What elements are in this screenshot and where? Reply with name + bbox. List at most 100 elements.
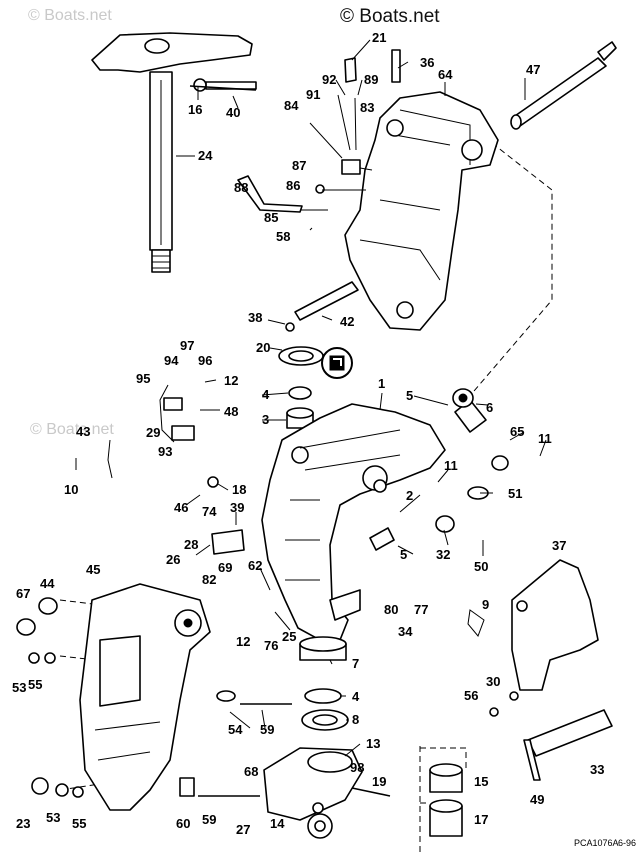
callout-label: 67 xyxy=(16,586,30,601)
callout-label: 1 xyxy=(378,376,385,391)
bushing-part xyxy=(369,527,395,551)
callout-label: 11 xyxy=(444,458,458,473)
callout-label: 4 xyxy=(262,387,270,402)
callout-label: 4 xyxy=(352,689,360,704)
callout-label: 55 xyxy=(28,677,42,692)
callout-label: 20 xyxy=(256,340,270,355)
callout-label: 85 xyxy=(264,210,278,225)
callout-label: 3 xyxy=(262,412,269,427)
callout-label: 59 xyxy=(260,722,274,737)
callout-label: 26 xyxy=(166,552,180,567)
callout-label: 92 xyxy=(322,72,336,87)
diagram-code: PCA1076A xyxy=(574,838,619,848)
callout-label: 27 xyxy=(236,822,250,837)
callout-label: 76 xyxy=(264,638,278,653)
callout-label: 55 xyxy=(72,816,86,831)
callout-label: 53 xyxy=(46,810,60,825)
steering-arm-part xyxy=(91,32,257,273)
bushing-parts xyxy=(286,386,487,433)
callout-label: 84 xyxy=(284,98,299,113)
lubricant-icon xyxy=(321,347,353,379)
callout-label: 5 xyxy=(406,388,413,403)
watermark: © Boats.net xyxy=(28,7,112,24)
callout-label: 13 xyxy=(366,736,380,751)
callout-label: 8 xyxy=(352,712,359,727)
pin-part xyxy=(294,281,359,321)
callout-label: 88 xyxy=(234,180,248,195)
callout-label: 10 xyxy=(64,482,78,497)
watermark: © Boats.net xyxy=(340,6,440,27)
callout-label: 89 xyxy=(364,72,378,87)
bearing-parts xyxy=(299,636,349,731)
callout-label: 45 xyxy=(86,562,100,577)
callout-label: 47 xyxy=(526,62,540,77)
callout-label: 21 xyxy=(372,30,386,45)
callout-label: 98 xyxy=(350,760,364,775)
callout-label: 95 xyxy=(136,371,150,386)
callout-label: 77 xyxy=(414,602,428,617)
callout-label: 33 xyxy=(590,762,604,777)
callout-label: 94 xyxy=(164,353,179,368)
callout-label: 97 xyxy=(180,338,194,353)
callout-label: 53 xyxy=(12,680,26,695)
callout-label: 56 xyxy=(464,688,478,703)
callout-label: 43 xyxy=(76,424,90,439)
callout-label: 30 xyxy=(486,674,500,689)
callout-label: 15 xyxy=(474,774,488,789)
callout-label: 58 xyxy=(276,229,290,244)
callout-label: 42 xyxy=(340,314,354,329)
callout-label: 80 xyxy=(384,602,398,617)
callout-label: 50 xyxy=(474,559,488,574)
callout-label: 17 xyxy=(474,812,488,827)
callout-label: 96 xyxy=(198,353,212,368)
small-hardware-parts xyxy=(237,49,401,366)
callout-label: 62 xyxy=(248,558,262,573)
trim-and-tilt-parts xyxy=(429,559,613,837)
watermark: © Boats.net xyxy=(30,421,114,438)
callout-label: 46 xyxy=(174,500,188,515)
callout-label: 6 xyxy=(486,400,493,415)
callout-label: 9 xyxy=(482,597,489,612)
callout-label: 12 xyxy=(236,634,250,649)
callout-label: 93 xyxy=(158,444,172,459)
callout-label: 39 xyxy=(230,500,244,515)
callout-label: 29 xyxy=(146,425,160,440)
callout-label: 69 xyxy=(218,560,232,575)
callout-label: 11 xyxy=(538,431,552,446)
callout-label: 24 xyxy=(198,148,213,163)
leader-lines xyxy=(75,39,547,757)
callout-label: 5 xyxy=(400,547,407,562)
callout-label: 91 xyxy=(306,87,320,102)
callout-label: 37 xyxy=(552,538,566,553)
lower-swivel-housing-part xyxy=(263,747,363,839)
callout-label: 64 xyxy=(438,67,453,82)
callout-label: 23 xyxy=(16,816,30,831)
callout-label: 34 xyxy=(398,624,413,639)
callout-label: 28 xyxy=(184,537,198,552)
callout-label: 36 xyxy=(420,55,434,70)
callout-label: 65 xyxy=(510,424,524,439)
swivel-bracket-part xyxy=(344,91,499,331)
callout-label: 2 xyxy=(406,488,413,503)
callout-label: 82 xyxy=(202,572,216,587)
callout-label: 18 xyxy=(232,482,246,497)
diagram-date: 6-96 xyxy=(618,838,636,848)
callout-label: 54 xyxy=(228,722,243,737)
callout-label: 60 xyxy=(176,816,190,831)
switch-wiring-parts xyxy=(107,384,245,555)
callout-label: 49 xyxy=(530,792,544,807)
stern-bracket-left-part xyxy=(79,583,211,811)
callout-label: 40 xyxy=(226,105,240,120)
callout-label: 44 xyxy=(40,576,55,591)
callout-label: 14 xyxy=(270,816,285,831)
callout-label: 48 xyxy=(224,404,238,419)
callout-label: 19 xyxy=(372,774,386,789)
callout-label: 7 xyxy=(352,656,359,671)
callout-label: 51 xyxy=(508,486,522,501)
callout-label: 68 xyxy=(244,764,258,779)
callout-label: 87 xyxy=(292,158,306,173)
callout-label: 25 xyxy=(282,629,296,644)
callout-label: 86 xyxy=(286,178,300,193)
callout-label: 16 xyxy=(188,102,202,117)
